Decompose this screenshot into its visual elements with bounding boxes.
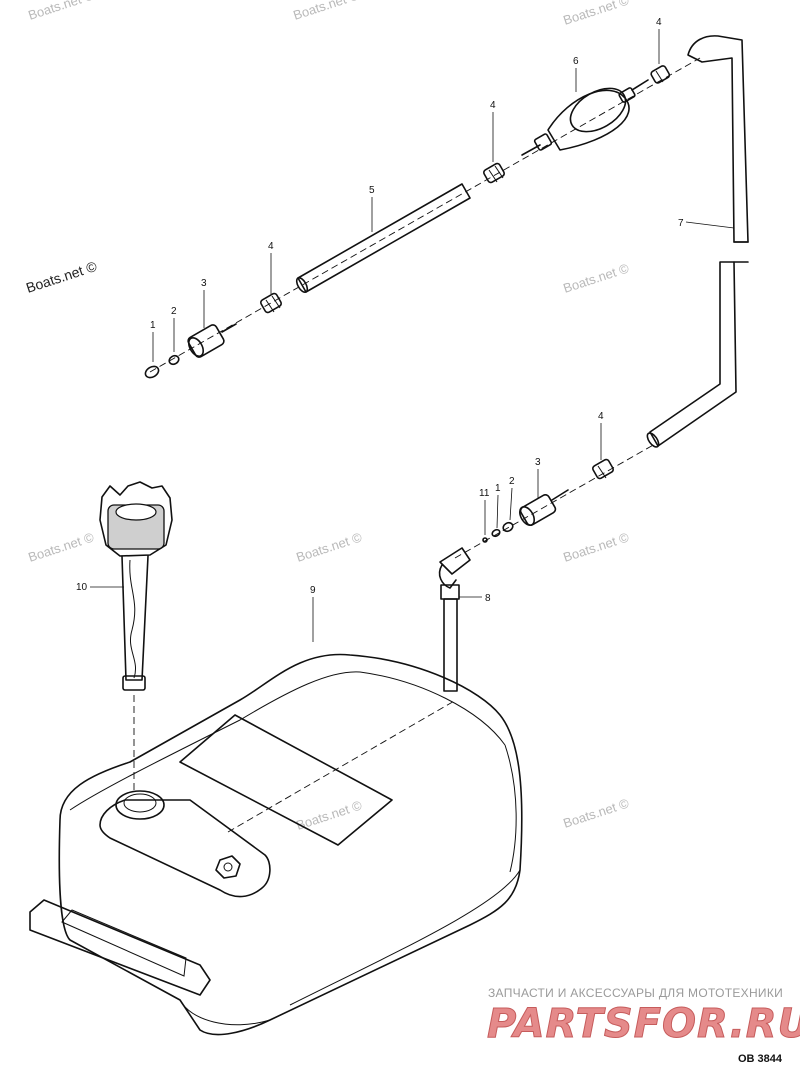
brand-tagline: ЗАПЧАСТИ И АКСЕССУАРЫ ДЛЯ МОТОТЕХНИКИ — [488, 986, 783, 1000]
brand-logo: PARTSFOR.RU — [487, 1001, 800, 1047]
callout-7: 7 — [678, 218, 684, 229]
callout-8: 8 — [485, 593, 491, 604]
watermark: Boats.net © — [291, 0, 361, 23]
assembly-axis-upper — [149, 57, 701, 373]
callout-3-lower: 3 — [535, 457, 541, 468]
watermarks: Boats.net © Boats.net © Boats.net © Boat… — [24, 0, 631, 833]
fuel-pickup-part-8 — [438, 547, 471, 692]
hose-part-7 — [646, 35, 749, 448]
watermark: Boats.net © — [561, 260, 631, 295]
lower-fuel-line-assembly — [438, 443, 656, 692]
callout-9: 9 — [310, 585, 316, 596]
o-ring-part-1-upper — [144, 365, 160, 379]
leader-line — [496, 494, 499, 529]
watermark: Boats.net © — [24, 258, 99, 296]
upper-fuel-line-assembly — [144, 57, 701, 379]
callout-3-upper: 3 — [201, 278, 207, 289]
part-11 — [482, 537, 488, 543]
callout-4-upper-mid: 4 — [490, 100, 496, 111]
assembly-axis-lower — [454, 443, 656, 559]
leader-line — [509, 487, 513, 521]
callout-2-lower: 2 — [509, 476, 515, 487]
watermark: Boats.net © — [26, 529, 96, 564]
callouts: 1 2 3 4 5 4 6 4 7 4 3 2 1 11 8 9 10 — [76, 17, 735, 642]
clamp-part-4-lower — [592, 458, 614, 480]
hose-part-5 — [295, 183, 471, 294]
callout-5: 5 — [369, 185, 375, 196]
tank-top-panel — [179, 714, 393, 846]
callout-6: 6 — [573, 56, 579, 67]
callout-4-lower: 4 — [598, 411, 604, 422]
watermark: Boats.net © — [561, 795, 631, 830]
leader-line — [685, 221, 735, 229]
callout-1-lower: 1 — [495, 483, 501, 494]
o-ring-part-1-lower — [491, 528, 501, 538]
callout-11: 11 — [479, 488, 490, 499]
filler-neck — [115, 790, 165, 820]
watermark: Boats.net © — [561, 529, 631, 564]
tank-handle — [29, 899, 211, 996]
connector-part-3-upper — [187, 323, 237, 358]
callout-2-upper: 2 — [171, 306, 177, 317]
clamp-part-4-upper-left — [260, 292, 282, 314]
callout-1-upper: 1 — [150, 320, 156, 331]
clamp-part-4-upper-mid — [483, 162, 505, 184]
tank-cap-ridge — [99, 799, 271, 898]
seal-part-2-upper — [168, 354, 180, 366]
footer-branding: ЗАПЧАСТИ И АКСЕССУАРЫ ДЛЯ МОТОТЕХНИКИ PA… — [487, 986, 800, 1065]
watermark: Boats.net © — [561, 0, 631, 28]
watermark: Boats.net © — [294, 529, 364, 564]
primer-bulb-part-6 — [521, 79, 649, 156]
outlet-fitting — [215, 855, 241, 879]
watermark: Boats.net © — [26, 0, 96, 23]
callout-4-upper-right: 4 — [656, 17, 662, 28]
connector-part-3-lower — [518, 489, 569, 526]
clamp-part-4-upper-right — [650, 65, 671, 84]
callout-4-upper-left: 4 — [268, 241, 274, 252]
fuel-tank-part-9 — [29, 653, 523, 1036]
diagram-code: OB 3844 — [738, 1053, 783, 1065]
seal-part-2-lower — [502, 521, 514, 533]
fuel-gauge-part-10 — [99, 481, 173, 790]
callout-10: 10 — [76, 582, 88, 593]
